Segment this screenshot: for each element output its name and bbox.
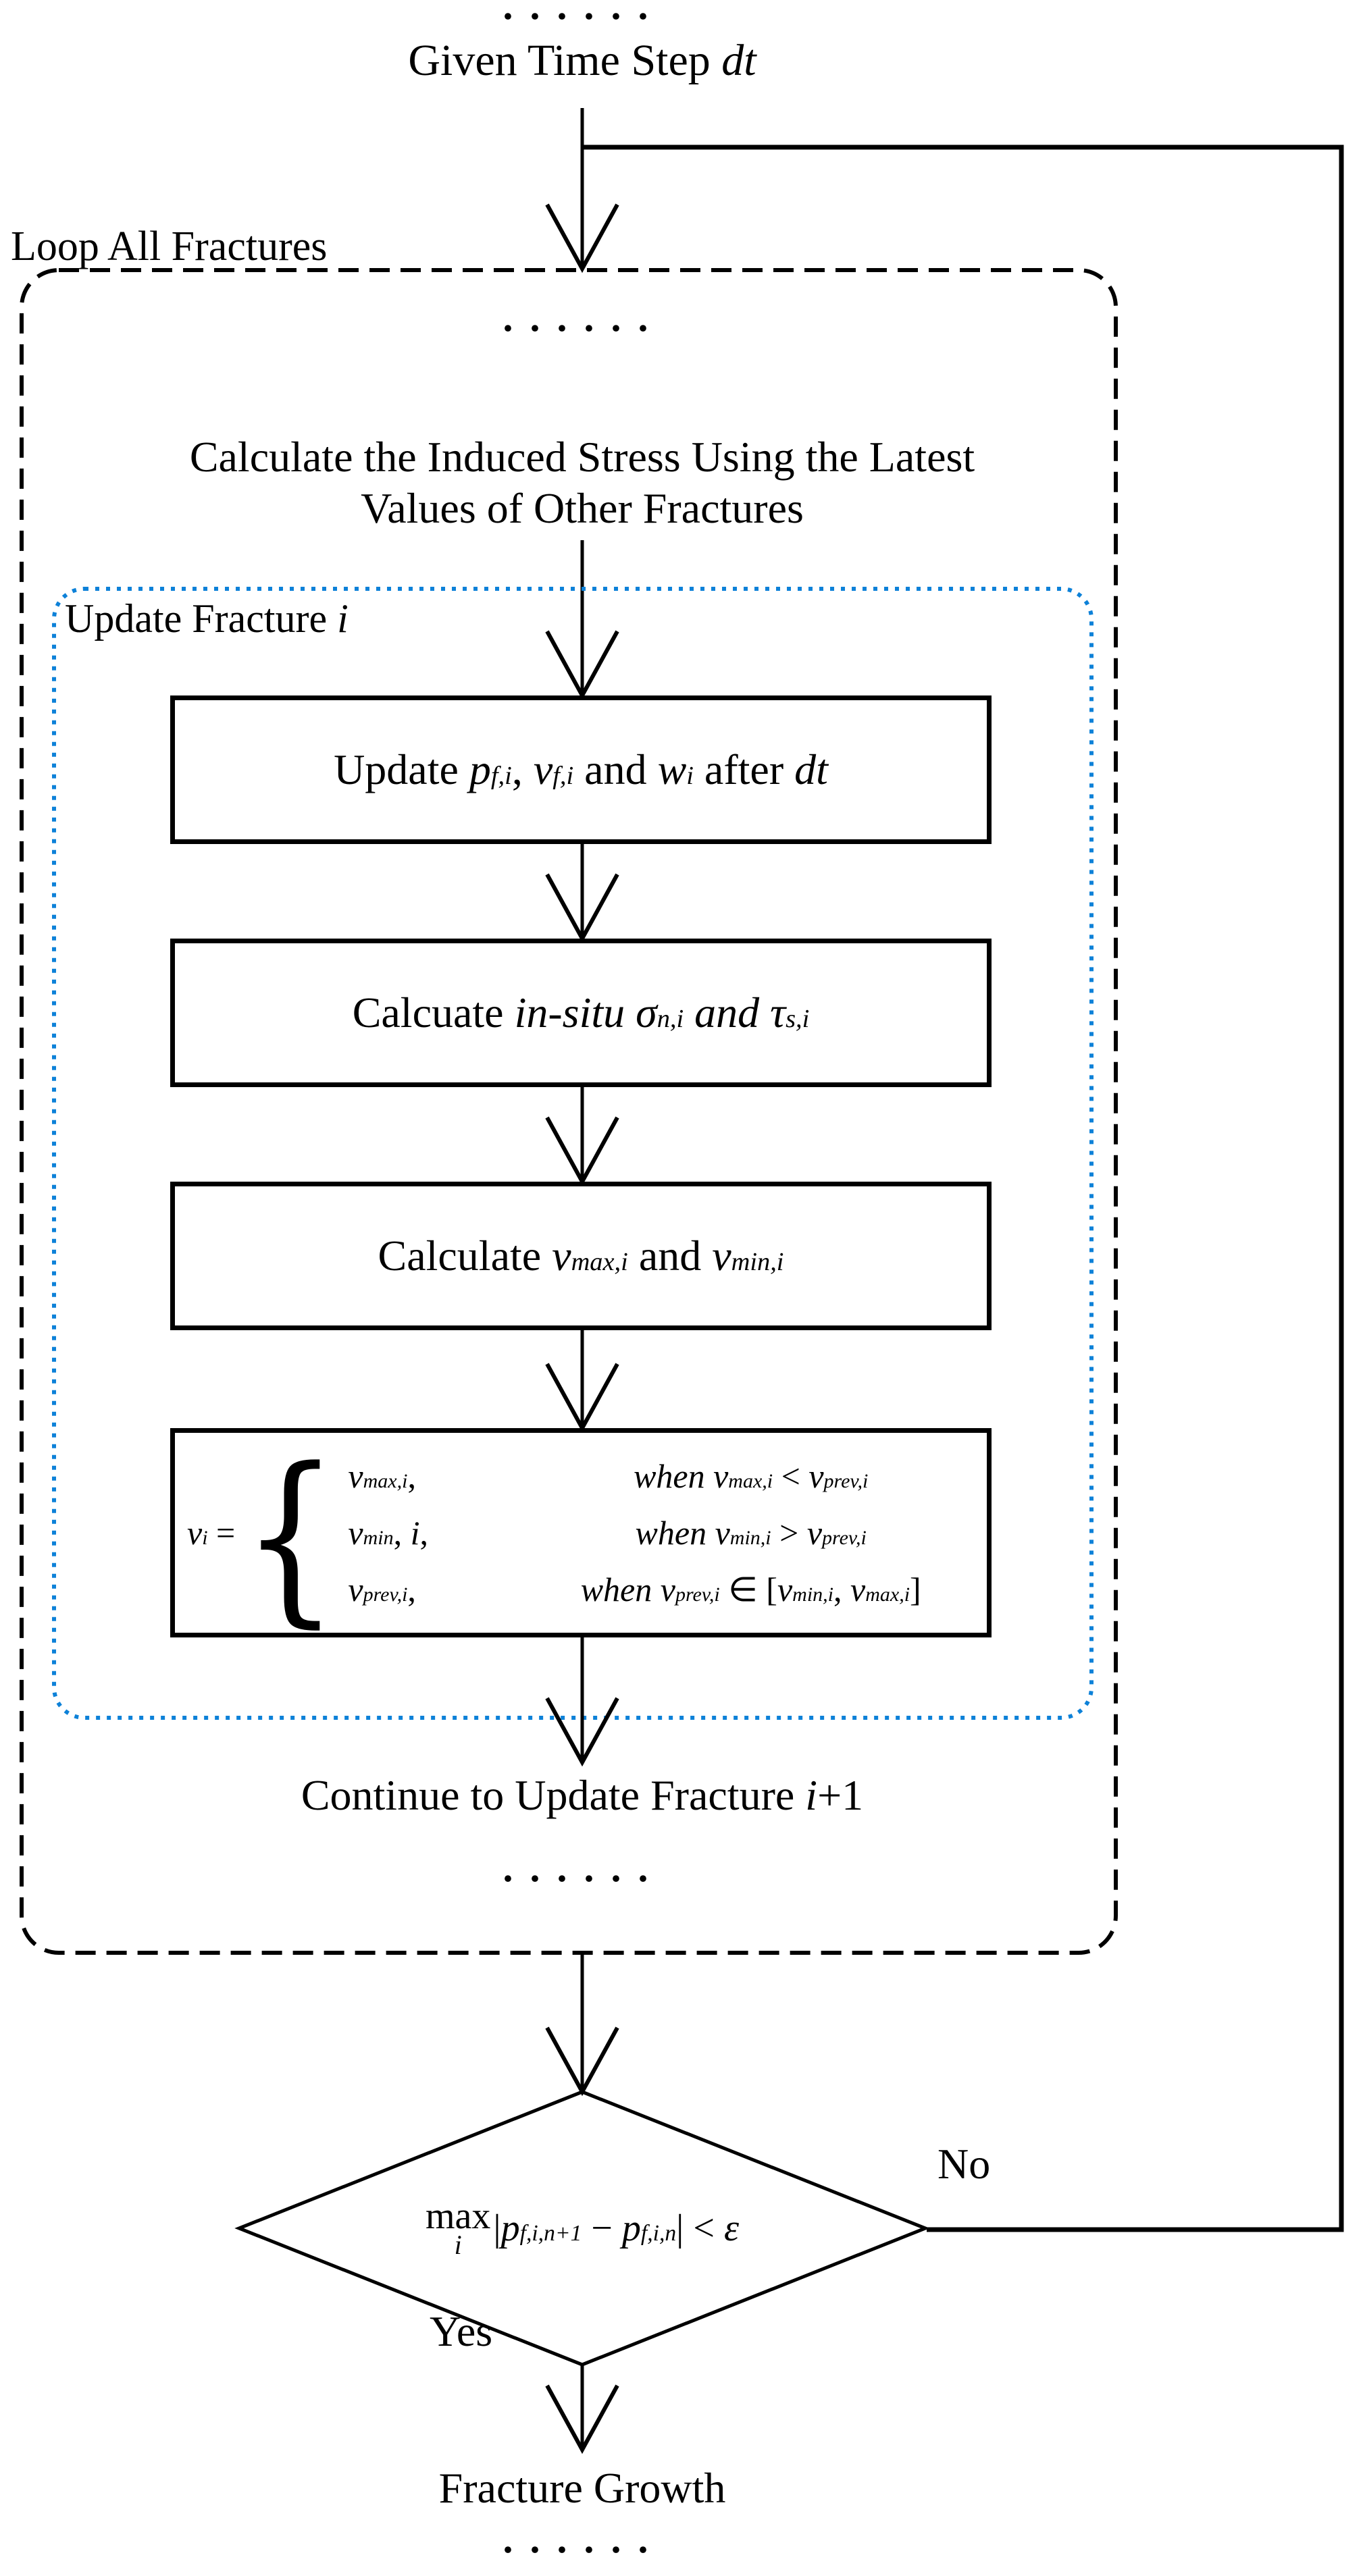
case-value: vmin, i,	[348, 1514, 429, 1552]
process-insitu-stress-text: Calcuate in-situ σn,i and τs,i	[352, 989, 810, 1036]
loop-top-ellipsis: ······	[500, 306, 664, 350]
loop-boundary-box	[20, 268, 1118, 1955]
decision-expression: |pf,i,n+1 − pf,i,n| < ε	[493, 2207, 740, 2249]
case-value: vprev,i,	[348, 1571, 416, 1608]
yes-branch-label: Yes	[430, 2307, 493, 2355]
max-word: max	[425, 2194, 491, 2237]
continue-arrowhead	[545, 1697, 619, 1767]
induced-stress-line2: Values of Other Fractures	[361, 484, 804, 532]
process-vminmax-text: Calculate vmax,i and vmin,i	[378, 1232, 784, 1280]
decision-condition: max i |pf,i,n+1 − pf,i,n| < ε	[425, 2194, 740, 2261]
case-condition: when vprev,i ∈ [vmin,i, vmax,i]	[580, 1571, 921, 1608]
case-condition: when vmax,i < vprev,i	[634, 1457, 869, 1495]
process-insitu-stress: Calcuate in-situ σn,i and τs,i	[170, 939, 992, 1087]
process-velocity-equation: vi = { vmax,i, when vmax,i < vprev,i vmi…	[170, 1428, 992, 1637]
fracture-growth-label: Fracture Growth	[438, 2464, 726, 2512]
loop-bottom-ellipsis: ······	[500, 1856, 664, 1901]
no-branch-label: No	[937, 2140, 991, 2188]
loop-all-fractures-label: Loop All Fractures	[11, 224, 328, 269]
yes-arrowhead	[545, 2384, 619, 2454]
induced-stress-line1: Calculate the Induced Stress Using the L…	[189, 433, 975, 481]
decision-arrowhead	[545, 2026, 619, 2097]
entry-arrowhead	[545, 203, 619, 273]
top-ellipsis: ······	[500, 0, 664, 38]
no-return-line	[582, 144, 1344, 2232]
equation-lhs: vi =	[187, 1514, 236, 1552]
continue-update-label: Continue to Update Fracture i+1	[301, 1771, 864, 1819]
process-vminmax: Calculate vmax,i and vmin,i	[170, 1182, 992, 1330]
update-fracture-label: Update Fracture i	[65, 596, 349, 641]
max-operator: max i	[425, 2194, 491, 2261]
equation-case-row: vmin, i, when vmin,i > vprev,i	[348, 1513, 975, 1552]
process-update-pvw-text: Update pf,i, vf,i and wi after dt	[334, 745, 828, 793]
process-update-pvw: Update pf,i, vf,i and wi after dt	[170, 695, 992, 844]
max-subscript: i	[454, 2230, 462, 2261]
case-condition: when vmin,i > vprev,i	[635, 1514, 867, 1552]
update-boundary-box	[52, 587, 1094, 1720]
equation-cases: vmax,i, when vmax,i < vprev,i vmin, i, w…	[348, 1456, 975, 1609]
given-time-step-label: Given Time Step dt	[408, 36, 756, 85]
equation-case-row: vmax,i, when vmax,i < vprev,i	[348, 1456, 975, 1496]
case-value: vmax,i,	[348, 1457, 416, 1495]
bottom-ellipsis: ······	[500, 2527, 664, 2572]
equation-case-row: vprev,i, when vprev,i ∈ [vmin,i, vmax,i]	[348, 1570, 975, 1609]
